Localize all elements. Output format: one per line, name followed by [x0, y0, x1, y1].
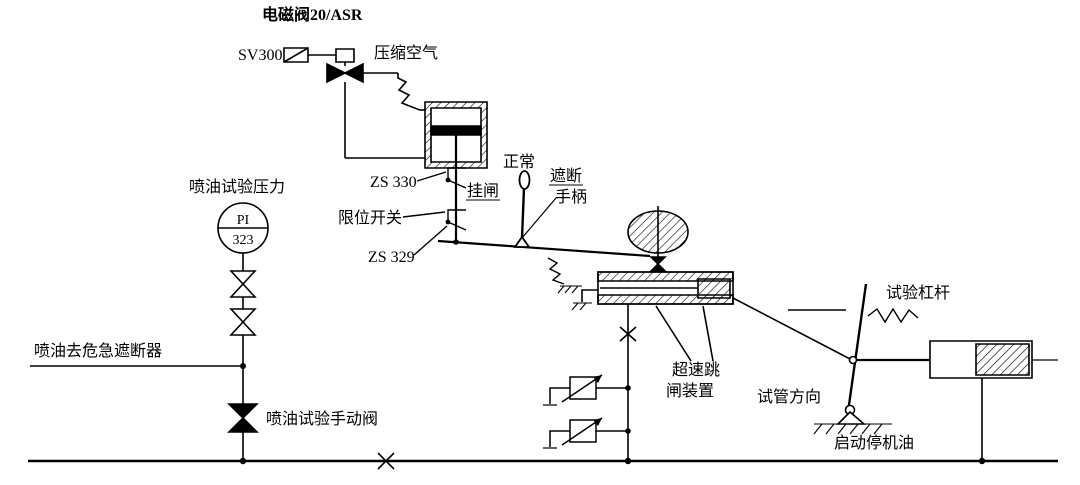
limit-switches	[403, 168, 466, 255]
limit-switch-zs329	[414, 210, 466, 255]
label-start-stop-oil: 启动停机油	[834, 434, 914, 452]
gauge-tag: PI	[237, 213, 250, 228]
pressure-gauge-pi323	[218, 203, 268, 253]
label-test-pipe-direction: 试管方向	[757, 388, 821, 406]
flex-hose-zigzag	[398, 73, 420, 110]
gauge-number: 323	[233, 233, 254, 248]
label-solenoid: 电磁阀20/ASR	[262, 5, 363, 24]
trip-linkage	[733, 298, 852, 360]
label-injection-test-pressure: 喷油试验压力	[189, 178, 285, 196]
pivot-ground-hatch	[814, 424, 892, 434]
solenoid-air-supply	[284, 48, 425, 158]
trip-pin	[651, 257, 665, 271]
trip-handle	[522, 188, 524, 238]
governor-wheel	[628, 206, 688, 272]
gate-valve-lower	[231, 309, 255, 335]
test-cylinder	[930, 341, 1058, 378]
piston	[431, 126, 481, 135]
main-oil-header	[28, 453, 1058, 469]
label-compressed-air: 压缩空气	[374, 44, 438, 62]
injection-test-branch	[30, 203, 268, 465]
gate-valve-upper	[231, 271, 255, 297]
label-overspeed-2: 闸装置	[666, 382, 714, 400]
label-overspeed-1: 超速跳	[672, 361, 720, 379]
label-sv300: SV300	[238, 47, 282, 64]
orifice-lower	[543, 418, 631, 448]
trip-plunger	[698, 279, 730, 298]
label-normal: 正常	[503, 153, 535, 171]
solenoid-valve-body	[327, 64, 363, 82]
closed-valve-x	[620, 327, 636, 341]
manual-test-valve	[229, 404, 257, 432]
lever-spring	[548, 258, 564, 284]
label-handle: 手柄	[555, 188, 587, 206]
label-test-lever: 试验杠杆	[886, 284, 950, 302]
orifice-upper	[543, 375, 631, 405]
air-cylinder	[425, 102, 487, 240]
lever-return-spring	[868, 309, 918, 322]
handle-knob	[520, 171, 530, 189]
latch-lever-assembly	[438, 171, 650, 293]
test-lever-assembly	[733, 284, 1058, 465]
label-injection-to-trip: 喷油去危急遮断器	[34, 342, 162, 360]
header-valve-x	[378, 453, 394, 469]
label-latch: 挂闸	[467, 182, 499, 200]
lever-ground-hatch	[558, 286, 582, 293]
label-injection-manual-valve: 喷油试验手动阀	[266, 410, 378, 428]
limit-switch-zs330	[417, 168, 466, 188]
orifice-devices	[543, 375, 631, 448]
label-limit-switch: 限位开关	[338, 209, 402, 227]
overspeed-trip-device	[572, 272, 733, 461]
label-zs329: ZS 329	[368, 249, 415, 266]
latch-lever	[438, 241, 650, 256]
label-zs330: ZS 330	[370, 174, 417, 191]
label-trip: 遮断	[550, 167, 582, 185]
sv300-box	[284, 48, 336, 62]
solenoid-pilot-box	[336, 49, 354, 62]
trip-ground-hatch	[572, 303, 592, 310]
test-lever-bar	[848, 284, 866, 412]
labels: 电磁阀20/ASR SV300 压缩空气 ZS 330 挂闸 正常 遮断 手柄 …	[34, 5, 950, 452]
handle-pivot	[515, 237, 529, 247]
